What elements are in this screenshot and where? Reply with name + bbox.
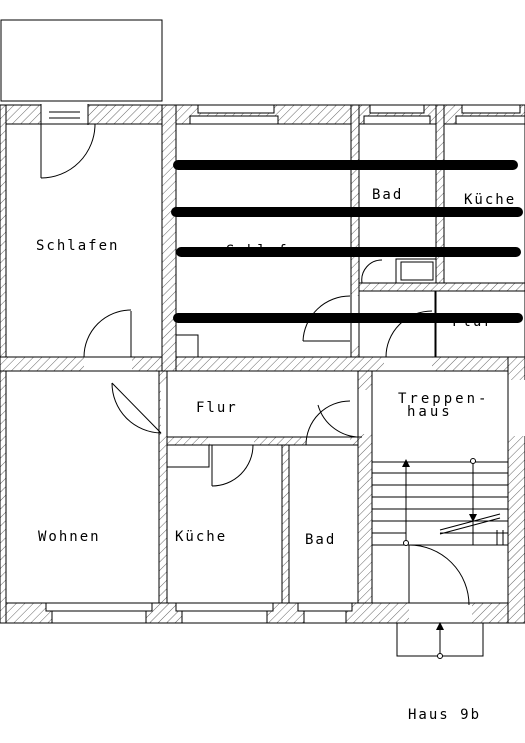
door-swings (40, 123, 470, 606)
room-outlines (5, 123, 525, 604)
door-openings (40, 104, 525, 624)
staircase (372, 458, 508, 546)
room-label-kueche-bottom: Küche (175, 529, 227, 545)
room-label-wohnen: Wohnen (38, 529, 101, 545)
room-label-treppenhaus-line1: Treppen- (398, 391, 489, 407)
room-label-kueche-top: Küche (464, 192, 516, 208)
room-label-bad-top: Bad (372, 187, 403, 203)
windows (45, 104, 525, 624)
fixtures (166, 258, 525, 468)
redaction-bars (171, 160, 523, 323)
balcony (0, 19, 163, 102)
room-label-schlafen-left: Schlafen (36, 238, 119, 254)
room-label-bad-bottom: Bad (305, 532, 336, 548)
room-label-treppenhaus-line2: haus (407, 404, 453, 420)
room-label-flur-center: Flur (196, 400, 238, 416)
entrance-steps (396, 622, 484, 659)
plan-caption: Haus 9b (408, 707, 481, 723)
